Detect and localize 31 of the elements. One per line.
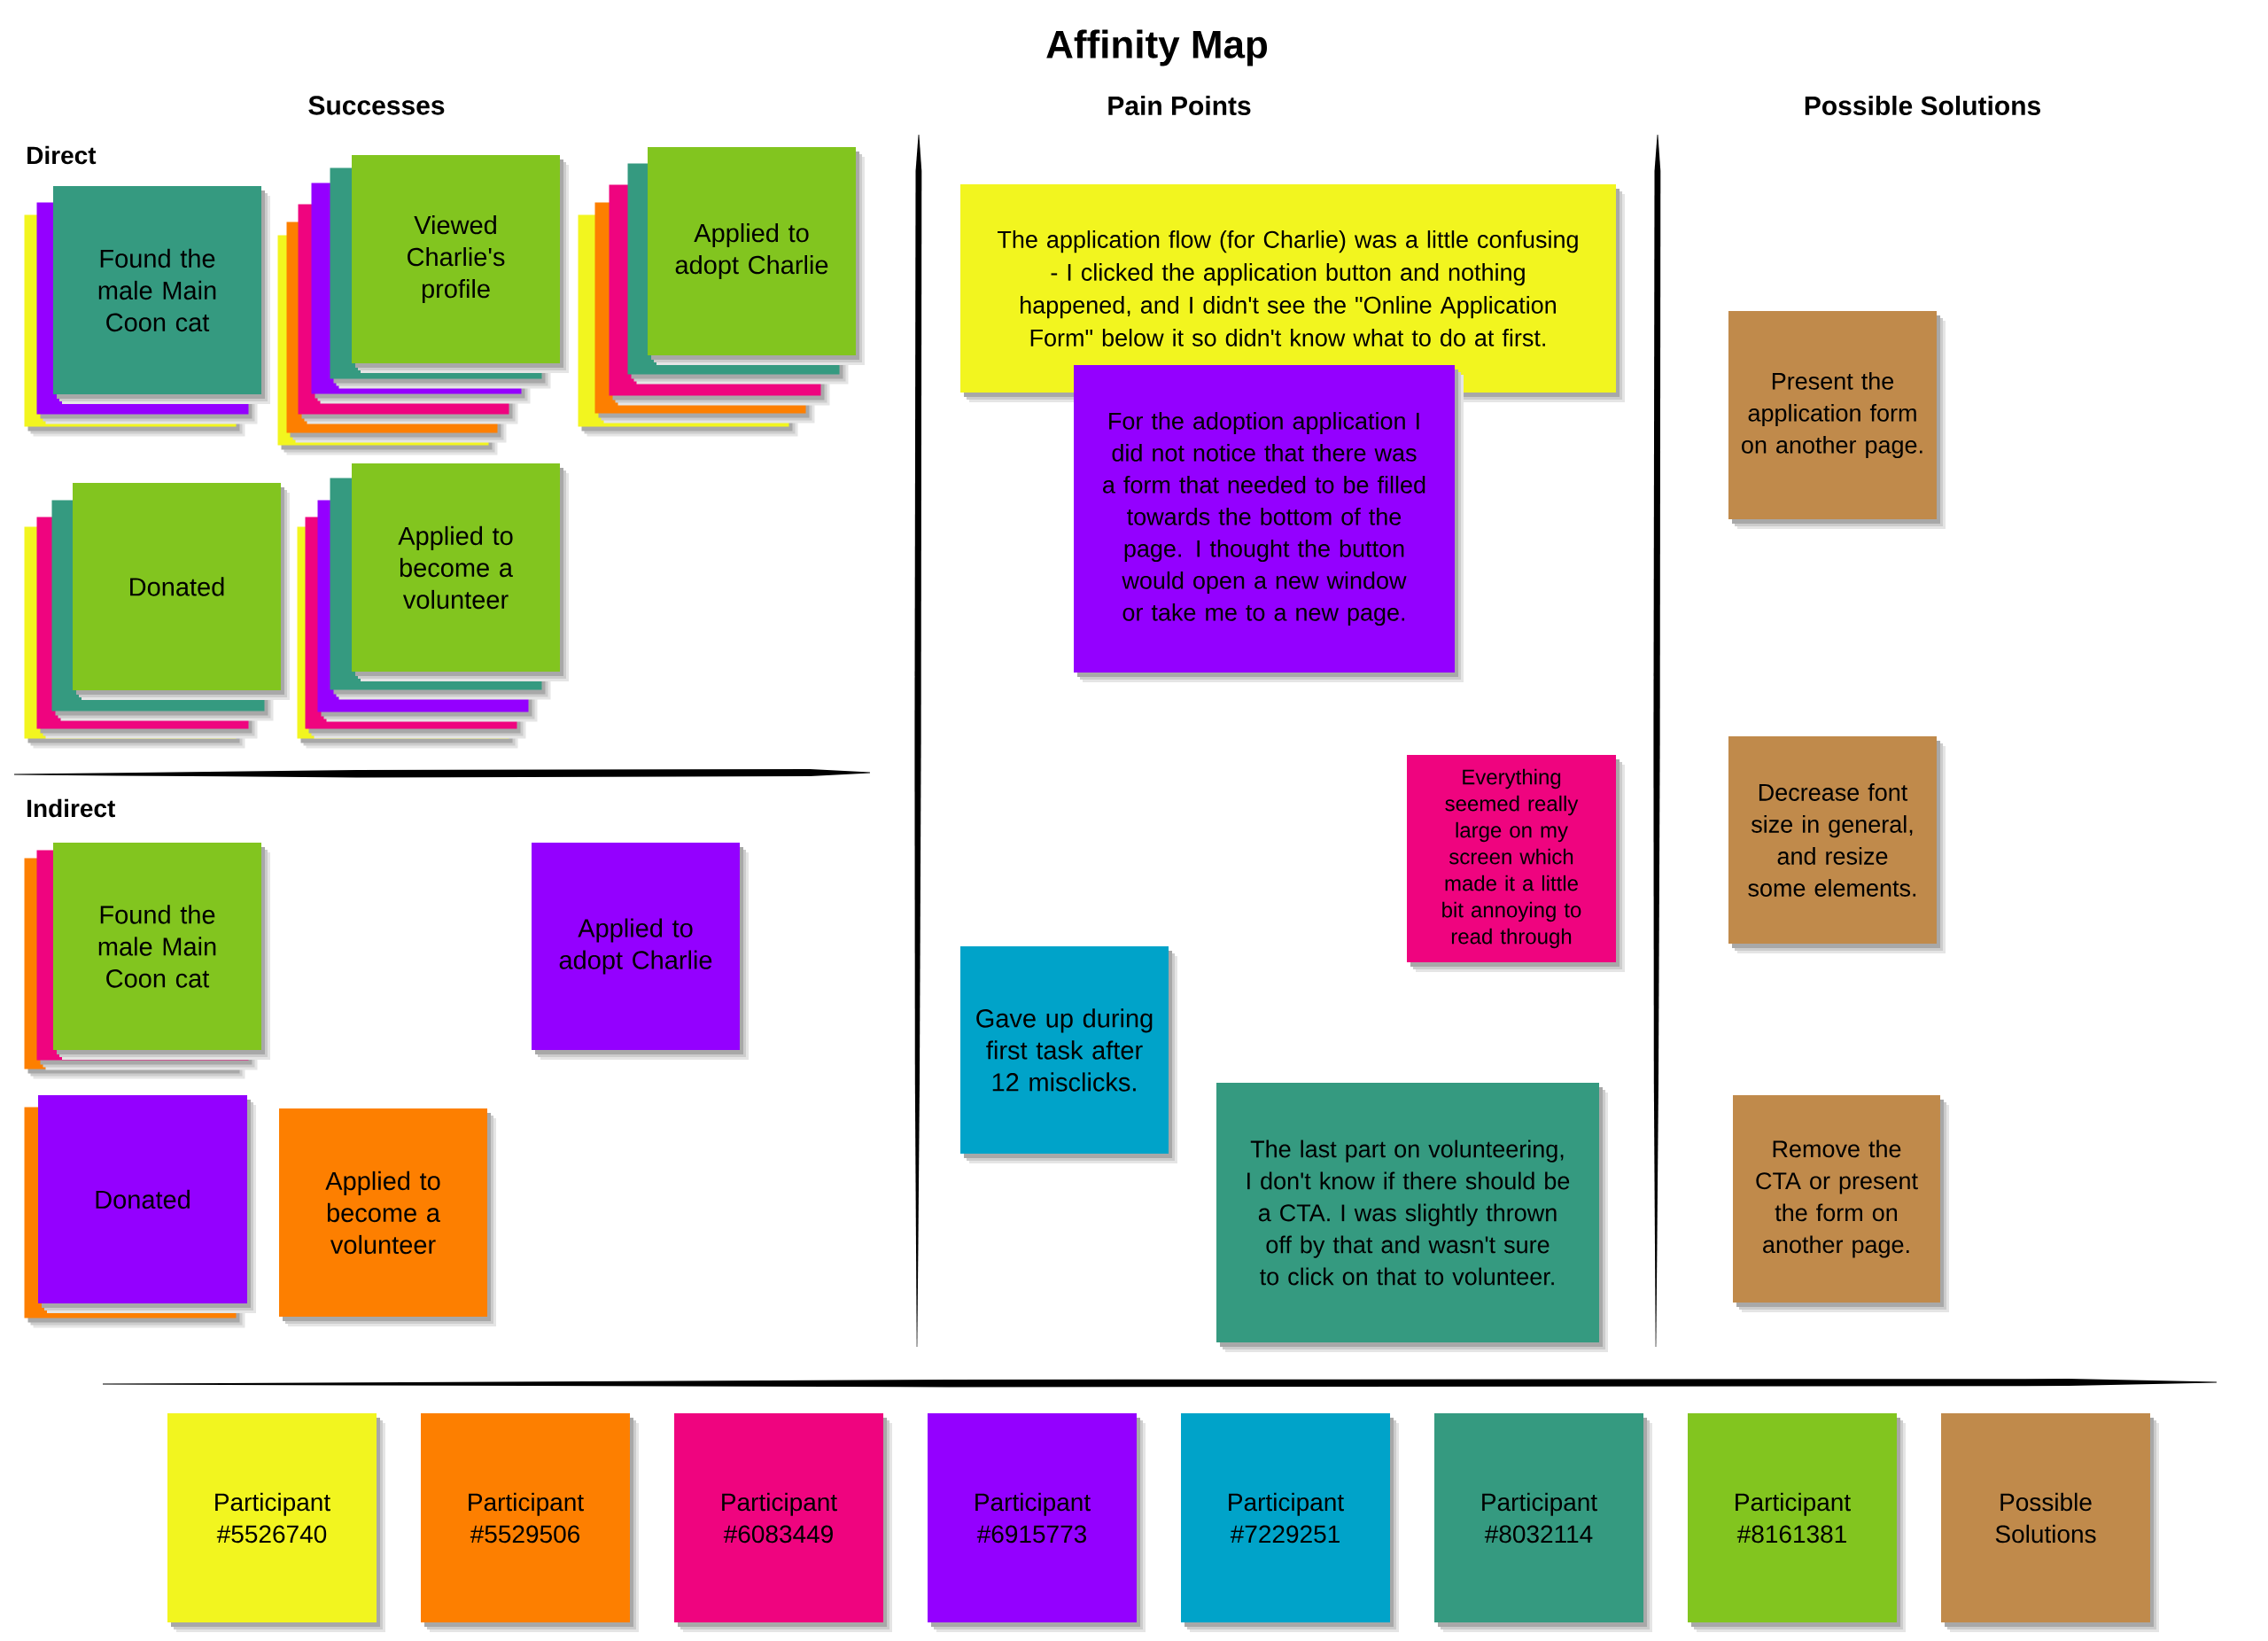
- sticky-note: Found the male Main Coon cat: [53, 843, 270, 1060]
- legend-note: Participant #6083449: [674, 1413, 892, 1632]
- sticky-note: Applied to become a volunteer: [279, 1108, 496, 1326]
- sticky-note: Viewed Charlie's profile: [352, 155, 569, 373]
- sticky-note: For the adoption application I did not notice that there was a form that needed to be filled towards the bottom of the page. I thought the button would open a new window or take me to a new page.: [1074, 365, 1464, 682]
- column-heading: Possible Solutions: [1805, 96, 2040, 115]
- sticky-note: Donated: [73, 483, 290, 700]
- sticky-note: The last part on volunteering, I don't know if there should be a CTA. I was slightly thrown off by that and wasn't sure to click on that to volunteer.: [1216, 1083, 1608, 1352]
- column-heading: Successes: [308, 96, 445, 115]
- column-heading: Pain Points: [1108, 96, 1251, 115]
- title: Affinity Map: [1046, 29, 1268, 66]
- sticky-note: Applied to become a volunteer: [352, 463, 569, 681]
- group-heading: Direct: [27, 145, 97, 165]
- sticky-note: Present the application form on another page.: [1728, 311, 1946, 529]
- legend-note: Participant #5529506: [421, 1413, 639, 1632]
- sticky-note: Remove the CTA or present the form on another page.: [1733, 1095, 1949, 1312]
- legend-note: Participant #5526740: [167, 1413, 385, 1632]
- sticky-note: Found the male Main Coon cat: [53, 186, 270, 404]
- legend-note: Possible Solutions: [1941, 1413, 2159, 1632]
- group-heading: Indirect: [27, 798, 115, 818]
- sticky-note: Donated: [38, 1095, 256, 1313]
- sticky-note: Everything seemed really large on my screen which made it a little bit annoying to read through: [1407, 755, 1625, 972]
- legend-note: Participant #8032114: [1434, 1413, 1652, 1632]
- sticky-note: Decrease font size in general, and resize some elements.: [1728, 736, 1946, 953]
- sticky-note: Applied to adopt Charlie: [648, 147, 865, 365]
- legend-note: Participant #7229251: [1181, 1413, 1399, 1632]
- sticky-note: The application flow (for Charlie) was a little confusing - I clicked the application button and nothing happened, and I didn't see the "Online Application Form" below it so didn't know what to do at first.: [960, 184, 1625, 402]
- sticky-note: Applied to adopt Charlie: [532, 843, 749, 1060]
- legend-note: Participant #6915773: [928, 1413, 1146, 1632]
- legend-note: Participant #8161381: [1688, 1413, 1906, 1632]
- sticky-note: Gave up during first task after 12 misclicks.: [960, 946, 1177, 1163]
